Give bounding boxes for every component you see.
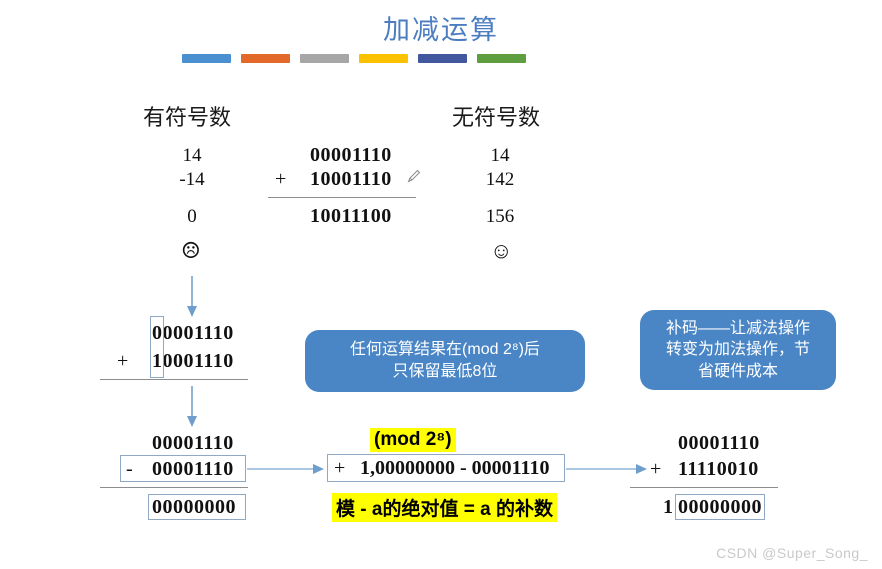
bottom-left-operator: - [126, 458, 133, 480]
bottom-middle-expression-box [327, 454, 565, 482]
middle-sum-rule [100, 379, 248, 380]
signed-header: 有符号数 [143, 105, 232, 130]
top-binary-operand1: 00001110 [310, 144, 392, 166]
sign-bit-highlight-box [150, 316, 164, 378]
arrow-down-middle [185, 386, 199, 428]
bottom-right-operand2: 11110010 [678, 458, 759, 480]
unsigned-header: 无符号数 [452, 105, 541, 130]
unsigned-value-3: 156 [485, 206, 515, 227]
happy-face-icon: ☺ [490, 238, 513, 263]
sad-face-icon: ☹ [181, 238, 201, 263]
middle-operator: + [117, 350, 129, 372]
complement-callout-line2: 转变为加法操作，节 [665, 341, 810, 359]
complement-callout-line3: 省硬件成本 [697, 362, 778, 380]
bottom-middle-operator: + [334, 457, 346, 479]
signed-value-3: 0 [187, 206, 197, 227]
page-title: 加减运算 [383, 15, 499, 45]
bar-gray [300, 54, 349, 63]
bottom-left-rule [100, 487, 248, 488]
arrow-down-top [185, 276, 199, 318]
bar-darkblue [418, 54, 467, 63]
bottom-right-result-carry: 1 [663, 496, 674, 518]
middle-operand2: 10001110 [152, 350, 234, 372]
bottom-middle-note: 模 - a的绝对值 = a 的补数 [332, 493, 557, 522]
mod-callout-line1: 任何运算结果在(mod 2⁸)后 [350, 341, 540, 359]
bottom-middle-expression: 1,00000000 - 00001110 [360, 457, 550, 479]
bar-blue [182, 54, 231, 63]
bottom-right-rule [630, 487, 778, 488]
bottom-left-result: 00000000 [152, 496, 236, 518]
bottom-left-operand1: 00001110 [152, 432, 234, 454]
pencil-icon [406, 168, 422, 189]
accent-bar-group [182, 54, 526, 63]
bar-yellow [359, 54, 408, 63]
top-sum-rule [268, 197, 416, 198]
mod-highlight-label: (mod 2⁸) [370, 428, 456, 452]
unsigned-value-2: 142 [485, 169, 515, 190]
top-binary-operand2: 10001110 [310, 168, 392, 190]
signed-value-1: 14 [182, 145, 202, 166]
bottom-right-operator: + [650, 458, 662, 480]
bottom-left-subtract-box [120, 455, 246, 482]
arrow-right-middle-to-right [566, 462, 648, 474]
mod-callout: 任何运算结果在(mod 2⁸)后 只保留最低8位 [305, 330, 585, 392]
mod-callout-line2: 只保留最低8位 [392, 363, 498, 380]
complement-callout-text: 补码——让减法操作 转变为加法操作，节 省硬件成本 [666, 318, 810, 383]
mod-callout-text: 任何运算结果在(mod 2⁸)后 只保留最低8位 [350, 339, 540, 382]
bottom-right-result-box [675, 494, 765, 520]
bottom-right-operand1: 00001110 [678, 432, 760, 454]
bar-green [477, 54, 526, 63]
top-binary-operator: + [275, 168, 287, 190]
complement-callout-line1: 补码——让减法操作 [665, 319, 810, 337]
middle-operand1: 00001110 [152, 322, 234, 344]
arrow-right-left-to-middle [247, 462, 325, 474]
bar-orange [241, 54, 290, 63]
bottom-right-result: 00000000 [678, 496, 762, 518]
unsigned-value-1: 14 [490, 145, 510, 166]
watermark: CSDN @Super_Song_ [716, 545, 868, 561]
bottom-left-operand2: 00001110 [152, 458, 234, 480]
complement-callout: 补码——让减法操作 转变为加法操作，节 省硬件成本 [640, 310, 836, 390]
bottom-left-result-box [148, 494, 246, 520]
top-binary-result: 10011100 [310, 205, 392, 227]
signed-value-2: -14 [179, 169, 205, 190]
